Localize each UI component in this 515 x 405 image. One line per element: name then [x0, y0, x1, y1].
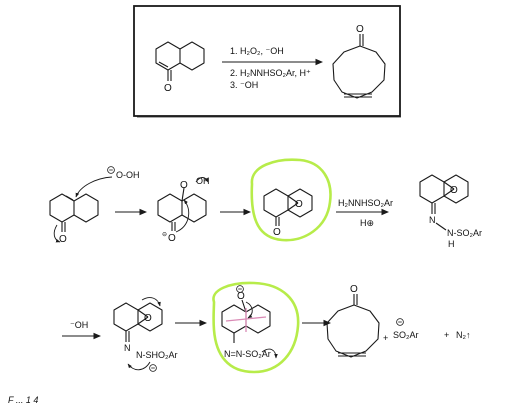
alkoxide-push-arrow	[245, 301, 253, 319]
cyclodecynone-product: O	[332, 24, 386, 99]
mech2-minus: ⊖	[162, 232, 167, 238]
anion-push-arrow	[127, 361, 151, 371]
base-label: ⁻OH	[70, 320, 88, 330]
sulfinate-label: SO₂Ar	[393, 330, 419, 340]
plus-sign-1: +	[383, 333, 388, 343]
mech2-ring-oxygen: O	[180, 180, 188, 191]
epoxide-oxygen: O	[295, 199, 303, 210]
hydrazone-sulfonyl: N-SO₂Ar	[447, 228, 482, 238]
mech1-oxygen: O	[59, 234, 67, 245]
reagent-step-3: 3. ⁻OH	[230, 80, 258, 90]
epoxyhydrazone-structure: O N N-SO₂Ar H	[419, 174, 482, 249]
epoxyketone-structure: O O	[263, 188, 313, 238]
final-cyclodecynone: O	[326, 284, 380, 358]
mech1-attack-arrow	[75, 176, 113, 198]
plus-sign-2: +	[444, 330, 449, 340]
final-carbonyl-oxygen: O	[350, 284, 358, 295]
anion-epoxide-oxygen: O	[144, 313, 152, 324]
alkoxide-oxygen: O	[237, 291, 245, 302]
nitrogen-gas-label: N₂↑	[456, 330, 471, 340]
hydrazone-n1: N	[429, 215, 436, 225]
hydrazone-nh: H	[448, 239, 455, 249]
epoxyketone-oxygen: O	[273, 227, 281, 238]
reagent-step-1: 1. H₂O₂, ⁻OH	[230, 46, 284, 56]
mech-enolate: O OH O	[157, 176, 210, 244]
hydroperoxide-label: O-OH	[116, 170, 140, 180]
anion-sulfonyl: N-SHO₂Ar	[136, 350, 178, 360]
reagent-step-2: 2. H₂NNHSO₂Ar, H⁺	[230, 68, 311, 78]
hydrazine-reagent: H₂NNHSO₂Ar	[338, 198, 393, 208]
enone-oxygen: O	[164, 83, 172, 94]
mech-enone-1: O	[49, 193, 99, 245]
mech2-leaving-arrow	[195, 177, 209, 183]
caption-fragment: F ... 1 4	[8, 395, 38, 405]
hydrazone-epoxide-oxygen: O	[450, 185, 458, 196]
overall-scheme-box	[133, 5, 401, 118]
diazene-leaving-arrow	[261, 348, 278, 359]
acid-catalyst: H⊕	[360, 218, 374, 228]
product-carbonyl-oxygen: O	[356, 24, 364, 35]
diazene-group: N=N-SO₂Ar	[224, 349, 271, 359]
starting-enone-structure: O	[155, 41, 205, 94]
mech2-hydroxyl: OH	[196, 176, 210, 186]
anion-n1: N	[124, 343, 131, 353]
alkoxide-highlight	[212, 281, 300, 374]
mech2-enolate-oxygen: O	[168, 233, 176, 244]
epoxyketone-highlight	[250, 158, 332, 242]
mech2-epoxide-arrow	[175, 199, 190, 233]
hydrazone-anion-structure: O N N-SHO₂Ar	[113, 302, 178, 360]
anion-ring-arrow	[141, 297, 161, 307]
mech1-electron-arrow	[53, 224, 61, 243]
